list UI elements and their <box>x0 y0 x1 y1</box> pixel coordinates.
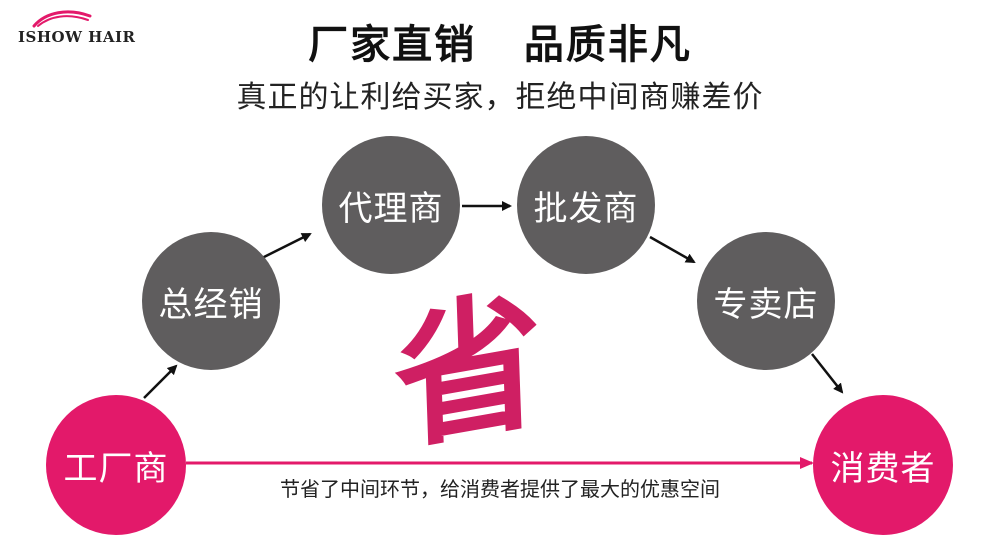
node-factory: 工厂商 <box>46 395 186 535</box>
brand-logo: ISHOW HAIR <box>18 10 138 50</box>
arrow-wholesaler-to-store <box>649 235 696 264</box>
arrow-general-to-agent <box>261 232 312 260</box>
hair-swoosh-icon <box>32 10 92 28</box>
logo-text: ISHOW HAIR <box>18 28 136 46</box>
arrow-store-to-consumer <box>811 353 844 394</box>
direct-route-note: 节省了中间环节，给消费者提供了最大的优惠空间 <box>280 477 720 501</box>
node-consumer: 消费者 <box>813 395 953 535</box>
page-subtitle: 真正的让利给买家，拒绝中间商赚差价 <box>236 80 764 115</box>
node-general-distributor: 总经销 <box>142 232 280 370</box>
node-wholesaler: 批发商 <box>517 136 655 274</box>
node-store: 专卖店 <box>697 232 835 370</box>
page-title: 厂家直销 品质非凡 <box>308 22 692 68</box>
save-calligraphy: 省 <box>391 268 546 473</box>
node-agent: 代理商 <box>322 136 460 274</box>
arrow-factory-to-general <box>143 364 178 399</box>
